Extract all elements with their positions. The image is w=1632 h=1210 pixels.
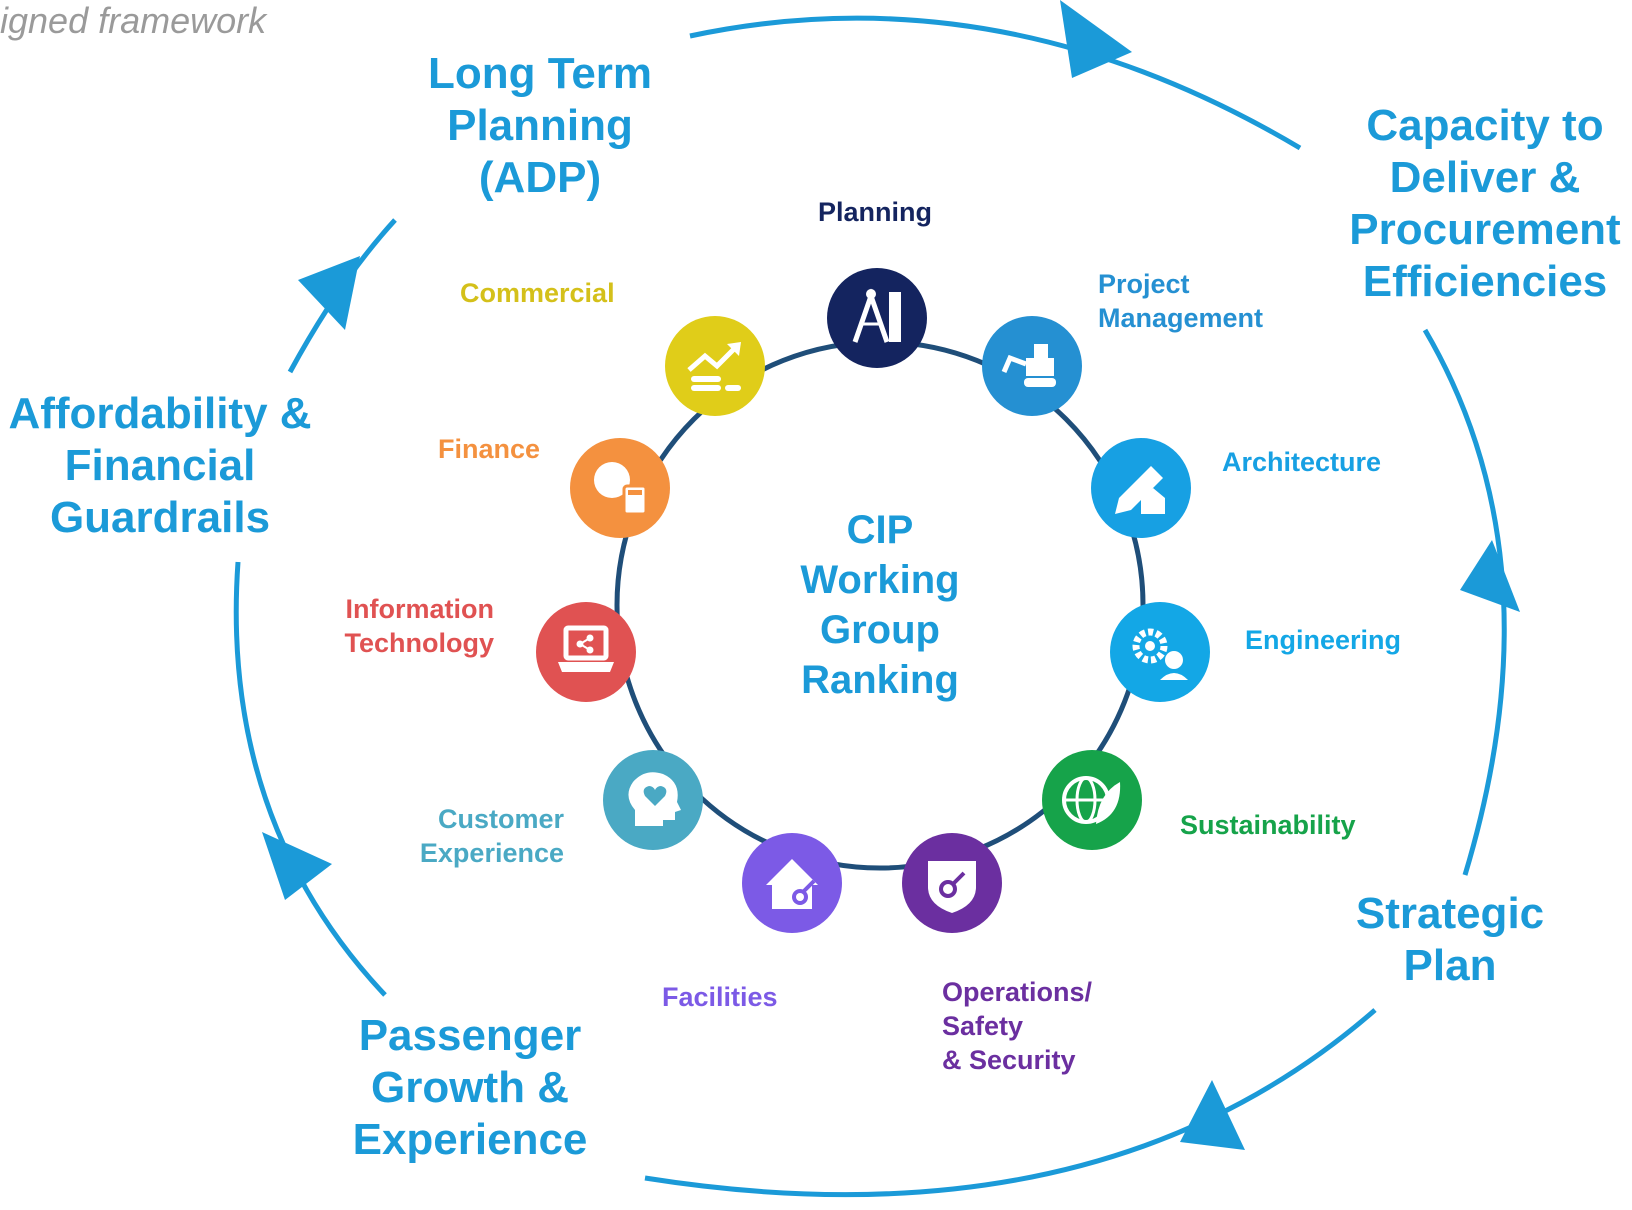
outer-cycle-arcs <box>233 0 1520 1198</box>
cycle-arc <box>233 561 387 997</box>
excavator-icon <box>982 316 1082 416</box>
discipline-label-sustainability: Sustainability <box>1180 810 1356 840</box>
discipline-circle-engineering <box>1110 602 1210 702</box>
dollar-calculator-icon <box>570 438 670 538</box>
discipline-label-facilities: Facilities <box>662 982 778 1012</box>
cycle-arrow-head <box>1060 0 1132 78</box>
cycle-arrow-head <box>1180 1080 1245 1150</box>
drafting-compass-icon <box>827 268 927 368</box>
globe-leaf-icon <box>1042 750 1142 850</box>
discipline-label-commercial: Commercial <box>460 278 615 308</box>
discipline-label-planning: Planning <box>818 197 932 227</box>
discipline-label-operations: Operations/ Safety & Security <box>942 977 1093 1075</box>
discipline-label-project-management: Project Management <box>1098 269 1264 333</box>
gear-worker-icon <box>1110 602 1210 702</box>
discipline-label-finance: Finance <box>437 434 540 464</box>
laptop-share-icon <box>536 602 636 702</box>
house-gauge-icon <box>742 833 842 933</box>
head-heart-icon <box>603 750 703 850</box>
discipline-circle-information-technology <box>536 602 636 702</box>
discipline-label-architecture: Architecture <box>1222 447 1382 477</box>
pencil-house-icon <box>1091 438 1191 538</box>
label-strategic-plan: Strategic Plan <box>1355 889 1545 990</box>
top-note: igned framework <box>0 0 267 41</box>
discipline-label-engineering: Engineering <box>1245 625 1402 655</box>
cycle-arrow-head <box>298 256 360 330</box>
chart-up-icon <box>665 316 765 416</box>
discipline-icons <box>536 268 1210 933</box>
shield-gauge-icon <box>902 833 1002 933</box>
cycle-arc <box>644 1008 1377 1198</box>
cycle-arrow-head <box>1460 540 1520 612</box>
label-capacity-to-deliver: Capacity to Deliver & Procurement Effici… <box>1349 101 1621 306</box>
label-long-term-planning: Long Term Planning (ADP) <box>427 49 653 202</box>
label-affordability: Affordability & Financial Guardrails <box>8 389 312 542</box>
discipline-label-information-technology: Information Technology <box>344 594 494 658</box>
cycle-arrow-head <box>262 832 332 900</box>
discipline-label-customer-experience: Customer Experience <box>419 804 564 868</box>
cycle-arc <box>689 15 1302 151</box>
center-label: CIP Working Group Ranking <box>800 508 960 702</box>
label-passenger-growth: Passenger Growth & Experience <box>352 1011 588 1164</box>
cycle-arc <box>1422 328 1507 876</box>
